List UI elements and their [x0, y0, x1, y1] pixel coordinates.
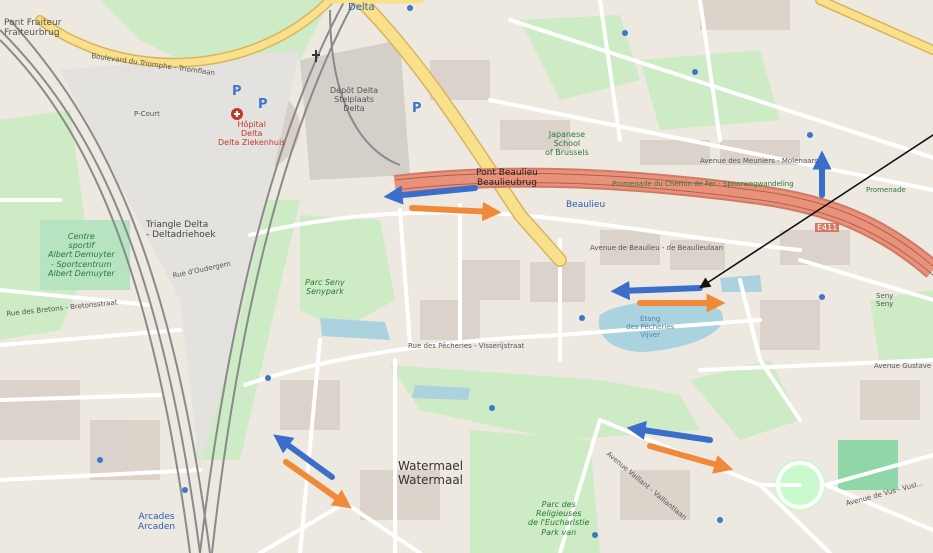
label-hospital: Hôpital Delta Delta Ziekenhuis [218, 120, 286, 148]
building-blocks [0, 0, 920, 520]
label-beaulieu-station: Beaulieu [566, 200, 606, 210]
label-delta-top: Delta [348, 2, 375, 13]
arrow-pair-vaillant-blue [626, 420, 713, 443]
arrow-pair-watermael-blue [273, 434, 335, 480]
label-pont-beaulieu: Pont Beaulieu Beaulieubrug [476, 168, 538, 189]
metro-depot-area [300, 40, 410, 180]
label-parc-seny: Parc Seny Senypark [305, 278, 345, 297]
poi-dots [97, 5, 825, 538]
label-pont-fraiteur: Pont Fraiteur Fraiteurbrug [4, 18, 62, 39]
label-parc-religieuses: Parc des Religieuses de l'Eucharistie Pa… [528, 500, 590, 537]
label-avenue-beaulieu: Avenue de Beaulieu - de Beaulieulaan [590, 244, 724, 252]
label-e411: E411 [815, 223, 840, 233]
arrow-pair-watermael-orange [283, 459, 352, 509]
svg-text:P: P [412, 101, 422, 116]
label-promenade-right: Promenade [866, 186, 906, 194]
label-etang-pecheries: Étang des Pêcheries Vijver [626, 315, 675, 340]
arrow-pair-beaulieu-bridge-blue [383, 185, 478, 205]
triangle-delta-area [60, 50, 300, 470]
church-icon [312, 50, 320, 62]
arrow-pair-vaillant-orange [647, 443, 734, 474]
label-triangle-delta: Triangle Delta - Deltadriehoek [146, 220, 216, 241]
label-avenue-meuniers: Avenue des Meuniers - Molenaars [700, 157, 818, 165]
label-seny-right: Seny Seny [876, 292, 894, 309]
label-centre-sportif: Centre sportif Albert Demuyter - Sportce… [48, 232, 115, 278]
label-avenue-gustave: Avenue Gustave [874, 362, 932, 370]
label-promenade-chemin-fer: Promenade du Chemin de Fer - Spoorwegwan… [612, 180, 794, 188]
annotation-arrows-layer [273, 134, 933, 509]
pointer-arrow [699, 134, 933, 289]
label-arcades: Arcades Arcaden [138, 512, 176, 533]
hospital-icon [231, 108, 243, 120]
svg-text:P: P [258, 97, 268, 112]
arrow-pair-beaulieu-bridge-orange [409, 201, 502, 222]
trunk-road [35, 0, 933, 267]
label-metro-depot: Dépôt Delta Stelplaats Delta [330, 86, 379, 114]
parking-markers: P P P [232, 84, 422, 116]
roundabout [776, 461, 824, 509]
label-japanese-school: Japanese School of Brussels [545, 130, 589, 158]
label-watermael: Watermael Watermaal [398, 459, 464, 487]
label-p-court: P-Court [134, 110, 160, 118]
svg-text:P: P [232, 84, 242, 99]
motorway-e411 [393, 167, 933, 278]
label-rue-pecheries: Rue des Pêcheries - Visserijstraat [408, 342, 525, 350]
arrow-pair-pecheries-blue [610, 281, 703, 301]
